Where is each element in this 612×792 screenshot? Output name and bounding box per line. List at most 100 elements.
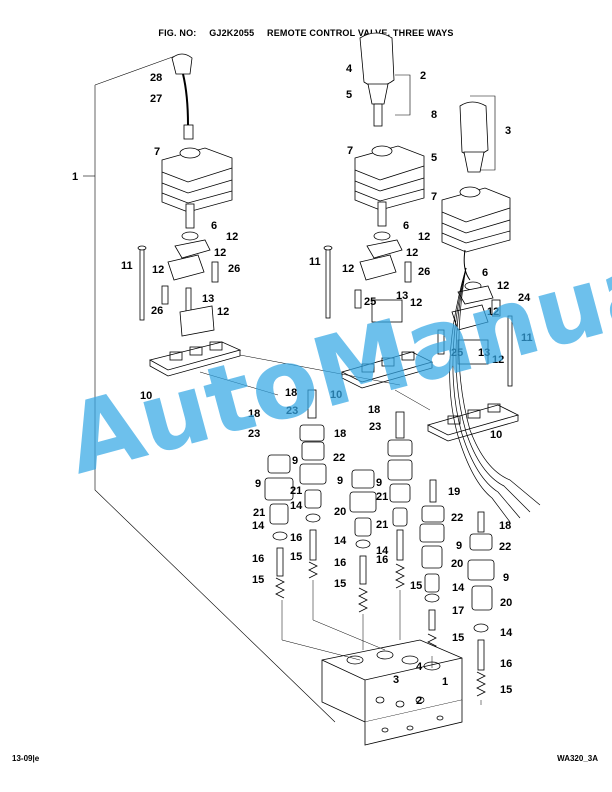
callout-12g: 12 [342, 263, 354, 275]
callout-16e: 16 [500, 658, 512, 670]
callout-14f: 14 [500, 627, 513, 639]
assembly-line [281, 580, 482, 705]
frame-line [395, 74, 411, 116]
callout-27: 27 [150, 93, 162, 105]
callout-6c: 6 [482, 267, 488, 279]
callout-16d: 16 [376, 554, 388, 566]
valve-column-2 [299, 389, 327, 579]
callout-9e: 9 [456, 540, 462, 552]
callout-12i: 12 [410, 297, 422, 309]
connector-line [394, 389, 431, 411]
fig-label: FIG. NO: [158, 28, 197, 38]
callout-13b: 13 [396, 290, 408, 302]
callout-18d: 18 [334, 428, 346, 440]
left-mechanism [137, 231, 219, 337]
right-lever [459, 101, 489, 173]
callout-13c: 13 [478, 347, 490, 359]
callout-7a: 7 [154, 146, 160, 158]
callout-13a: 13 [202, 293, 214, 305]
callout-2a: 2 [420, 70, 426, 82]
callout-26a: 26 [228, 263, 240, 275]
callout-6b: 6 [403, 220, 409, 232]
frame-line [94, 85, 336, 723]
callout-8: 8 [431, 109, 437, 121]
callout-2b: 2 [416, 695, 422, 707]
middle-base-plate [340, 351, 434, 389]
callout-18b: 18 [248, 408, 260, 420]
callout-25b: 25 [451, 347, 463, 359]
callout-16b: 16 [252, 553, 264, 565]
callout-21a: 21 [290, 485, 302, 497]
callout-22c: 22 [499, 541, 511, 553]
callout-15f: 15 [500, 684, 512, 696]
callout-11c: 11 [521, 332, 533, 344]
callout-18a: 18 [285, 387, 297, 399]
right-boot [441, 186, 511, 281]
callout-12k: 12 [492, 354, 504, 366]
callout-15c: 15 [334, 578, 346, 590]
callout-4a: 4 [346, 63, 353, 75]
callout-18c: 18 [368, 404, 380, 416]
callout-9d: 9 [255, 478, 261, 490]
callout-1b: 1 [442, 676, 448, 688]
callout-12h: 12 [497, 280, 509, 292]
callout-19: 19 [448, 486, 460, 498]
callout-9c: 9 [376, 477, 382, 489]
valve-column-3 [349, 469, 377, 613]
callout-20b: 20 [451, 558, 463, 570]
middle-lever [359, 32, 395, 127]
middle-mechanism [323, 231, 412, 323]
footer-figure-code: WA320_3A [557, 754, 598, 763]
callout-12e: 12 [418, 231, 430, 243]
callout-16c: 16 [334, 557, 346, 569]
callout-15d: 15 [410, 580, 422, 592]
callout-7b: 7 [347, 145, 353, 157]
callout-12j: 12 [487, 306, 499, 318]
callout-14b: 14 [252, 520, 265, 532]
callout-14a: 14 [290, 500, 303, 512]
callout-11b: 11 [309, 256, 321, 268]
valve-column-6 [467, 511, 495, 697]
callout-7c: 7 [431, 191, 437, 203]
footer-page-code: 13-09|e [12, 754, 40, 763]
callout-12d: 12 [217, 306, 229, 318]
callout-3a: 3 [505, 125, 511, 137]
callout-14c: 14 [334, 535, 347, 547]
callout-14e: 14 [452, 582, 465, 594]
callout-20c: 20 [500, 597, 512, 609]
wire-harness [449, 267, 541, 523]
left-lever [171, 53, 194, 140]
callout-22a: 22 [333, 452, 345, 464]
connector-line [199, 354, 401, 396]
callout-15b: 15 [252, 574, 264, 586]
fig-number: GJ2K2055 [209, 28, 255, 38]
frame-line [470, 95, 496, 171]
frame-line [94, 54, 179, 86]
callout-11a: 11 [121, 260, 133, 272]
callout-9b: 9 [337, 475, 343, 487]
callout-9f: 9 [503, 572, 509, 584]
callout-3b: 3 [393, 674, 399, 686]
callout-6a: 6 [211, 220, 217, 232]
figure-title: REMOTE CONTROL VALVE, THREE WAYS [267, 28, 454, 38]
callout-12c: 12 [152, 264, 164, 276]
valve-column-1 [264, 454, 294, 599]
callout-5b: 5 [431, 152, 437, 164]
callout-9a: 9 [292, 455, 298, 467]
right-base-plate [426, 403, 520, 442]
callout-15a: 15 [290, 551, 302, 563]
callout-24: 24 [518, 292, 531, 304]
callout-26b: 26 [151, 305, 163, 317]
callout-12a: 12 [226, 231, 238, 243]
callout-17: 17 [452, 605, 464, 617]
callout-12f: 12 [406, 247, 418, 259]
callout-5a: 5 [346, 89, 352, 101]
callout-1: 1 [72, 171, 78, 183]
valve-column-5 [419, 479, 445, 655]
callout-21c: 21 [253, 507, 265, 519]
right-mechanism [437, 281, 513, 387]
callout-20a: 20 [334, 506, 346, 518]
callout-23c: 23 [248, 428, 260, 440]
callout-labels: 28 27 7 1 6 12 12 11 12 26 13 26 12 10 4… [72, 63, 533, 707]
